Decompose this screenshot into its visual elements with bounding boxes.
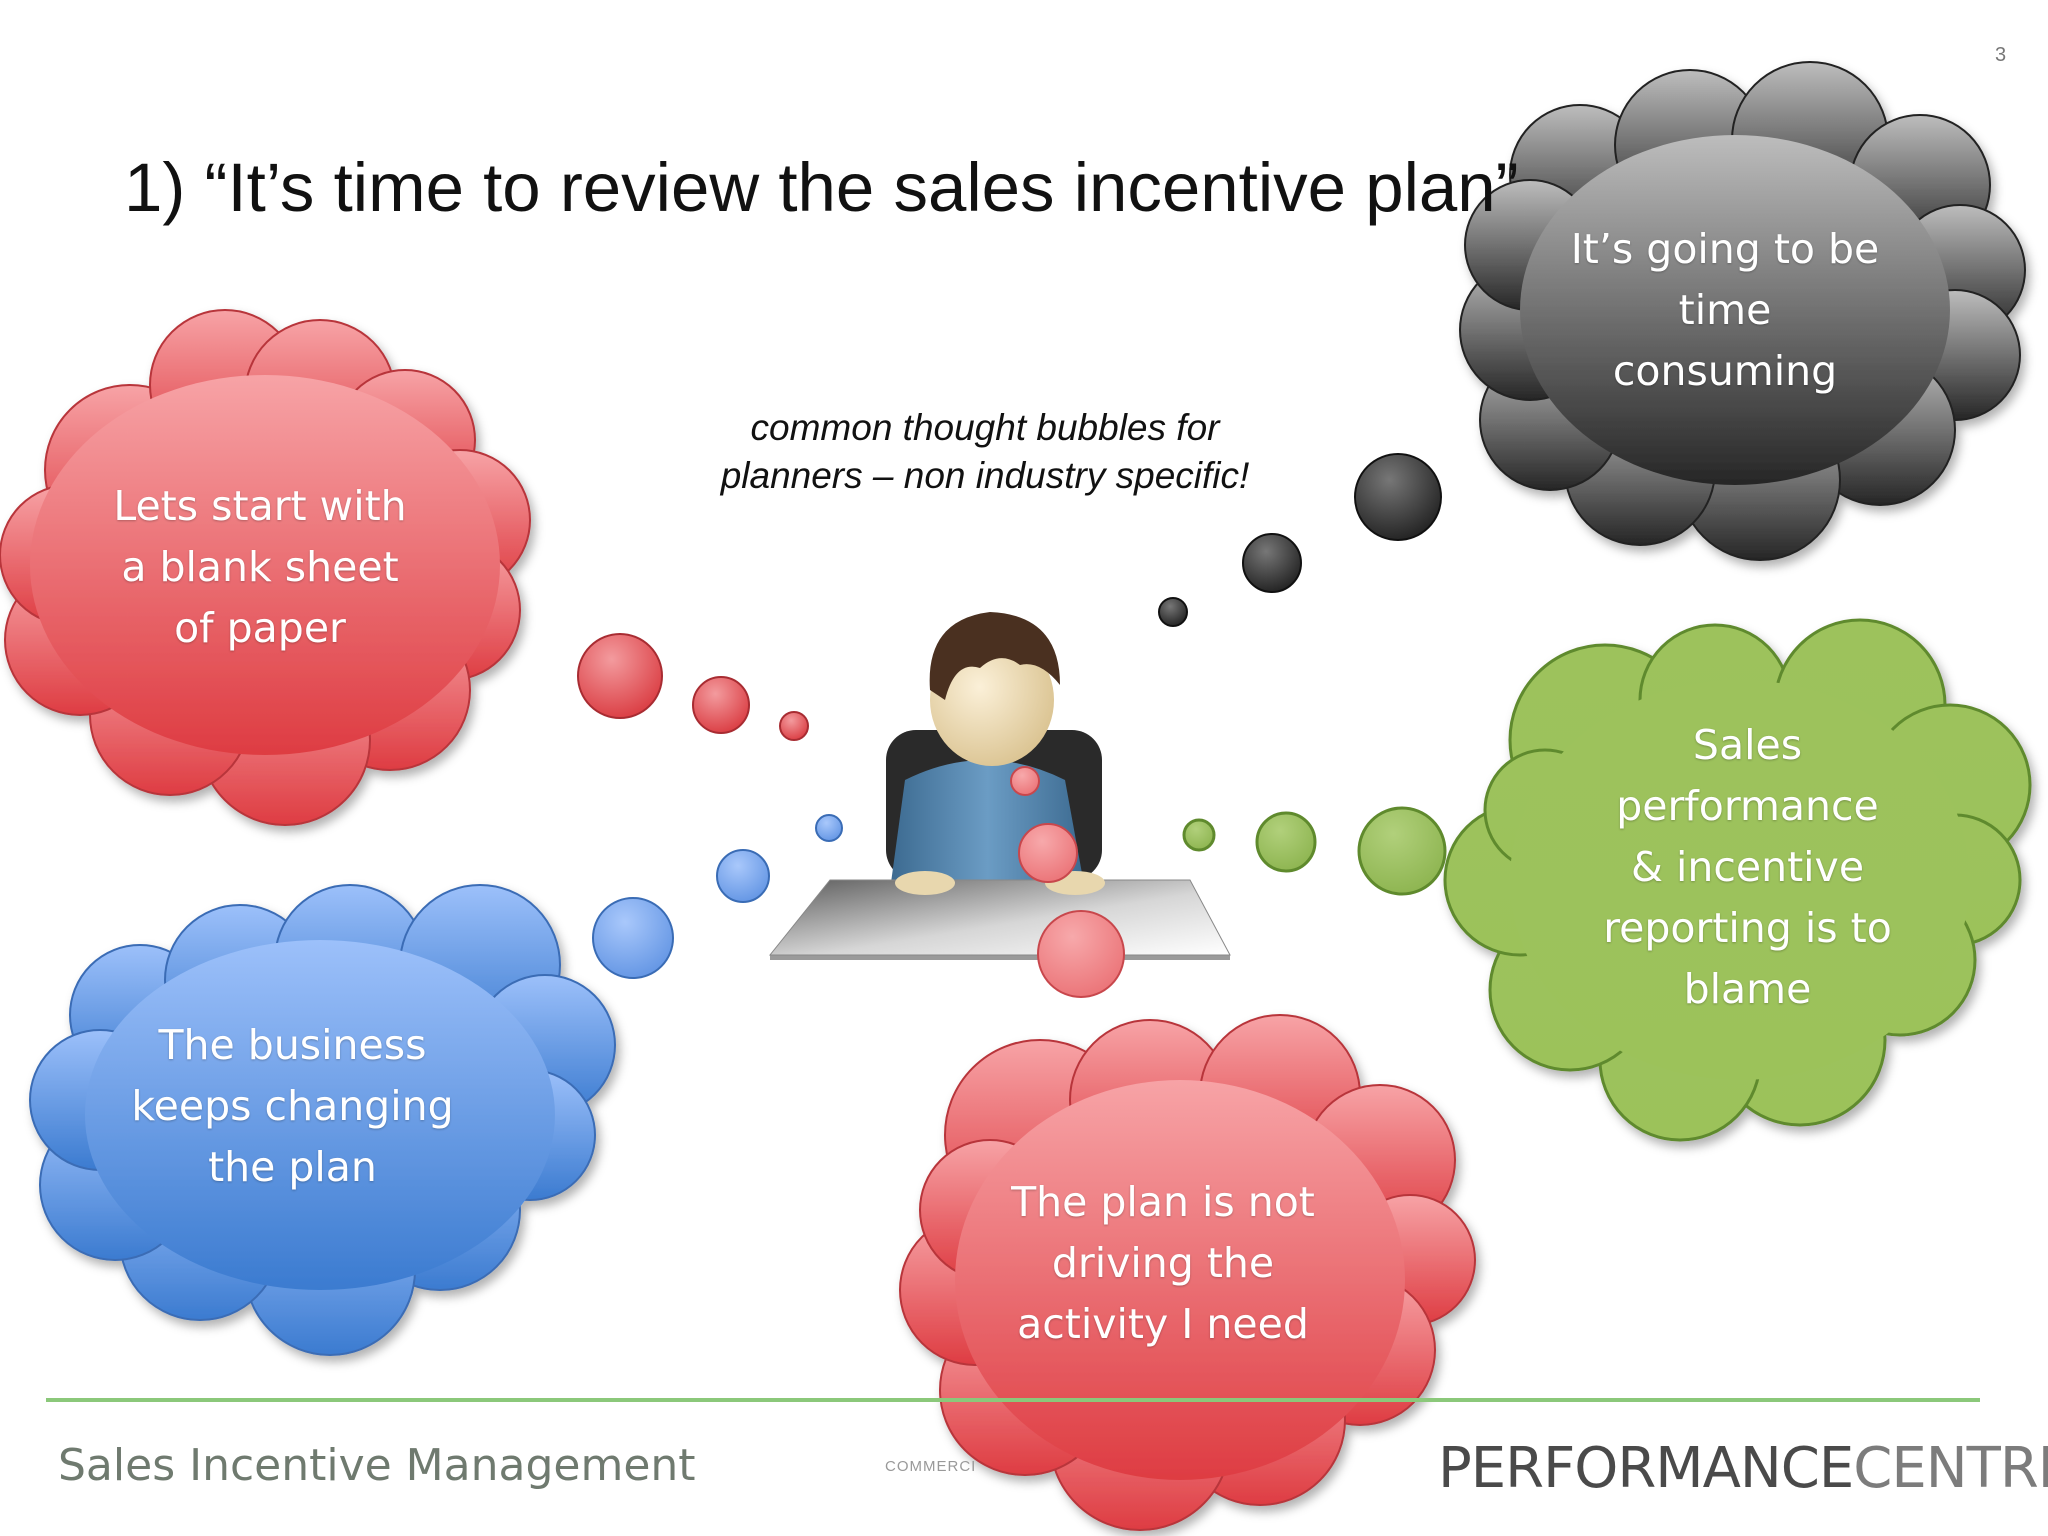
cloud-text-line: It’s going to be — [1570, 225, 1880, 273]
brand-logo: PERFORMANCECENTRE® — [1438, 1436, 2048, 1501]
cloud-text-line: driving the — [1051, 1239, 1275, 1287]
person-at-desk-icon — [768, 612, 1231, 960]
cloud-reporting-text: Sales performance & incentive reporting … — [1560, 715, 1935, 1020]
cloud-not-driving — [899, 1014, 1476, 1531]
footer-label: Sales Incentive Management — [58, 1440, 696, 1491]
cloud-text-line: time — [1678, 286, 1772, 334]
cloud-time-consuming-text: It’s going to be time consuming — [1545, 219, 1905, 402]
dots-gray — [1158, 453, 1442, 627]
cloud-text-line: activity I need — [1017, 1300, 1309, 1348]
cloud-text-line: The business — [158, 1021, 427, 1069]
cloud-business-changing-text: The business keeps changing the plan — [105, 1015, 480, 1198]
cloud-text-line: reporting is to — [1603, 904, 1892, 952]
cloud-text-line: keeps changing — [131, 1082, 454, 1130]
cloud-text-line: The plan is not — [1011, 1178, 1315, 1226]
footer-middle-label: COMMERCI — [885, 1458, 977, 1475]
brand-part-2: CENTRE — [1853, 1436, 2048, 1501]
cloud-text-line: consuming — [1612, 347, 1838, 395]
dots-green — [1182, 806, 1447, 896]
slide-title: 1) “It’s time to review the sales incent… — [124, 149, 1519, 226]
cloud-time-consuming — [1459, 61, 2026, 561]
brand-part-1: PERFORMANCE — [1438, 1436, 1854, 1501]
page-number: 3 — [1995, 44, 2007, 66]
cloud-text-line: & incentive — [1630, 843, 1865, 891]
cloud-text-line: blame — [1683, 965, 1812, 1013]
cloud-reporting — [1443, 618, 2032, 1142]
cloud-not-driving-text: The plan is not driving the activity I n… — [978, 1172, 1348, 1355]
cloud-text-line: performance — [1616, 782, 1879, 830]
cloud-text-line: the plan — [208, 1143, 377, 1191]
dots-blue — [592, 814, 843, 979]
caption-line-1: common thought bubbles for — [750, 407, 1220, 448]
caption-line-2: planners – non industry specific! — [720, 455, 1250, 496]
cloud-text-line: a blank sheet — [121, 543, 399, 591]
dots-pink-center — [1010, 766, 1125, 998]
cloud-text-line: Sales — [1692, 721, 1803, 769]
cloud-business-changing — [29, 884, 616, 1356]
cloud-blank-sheet — [0, 309, 531, 826]
caption: common thought bubbles for planners – no… — [660, 404, 1310, 500]
dots-red-left — [577, 633, 809, 741]
cloud-blank-sheet-text: Lets start with a blank sheet of paper — [80, 476, 440, 659]
cloud-text-line: Lets start with — [113, 482, 407, 530]
cloud-text-line: of paper — [174, 604, 346, 652]
